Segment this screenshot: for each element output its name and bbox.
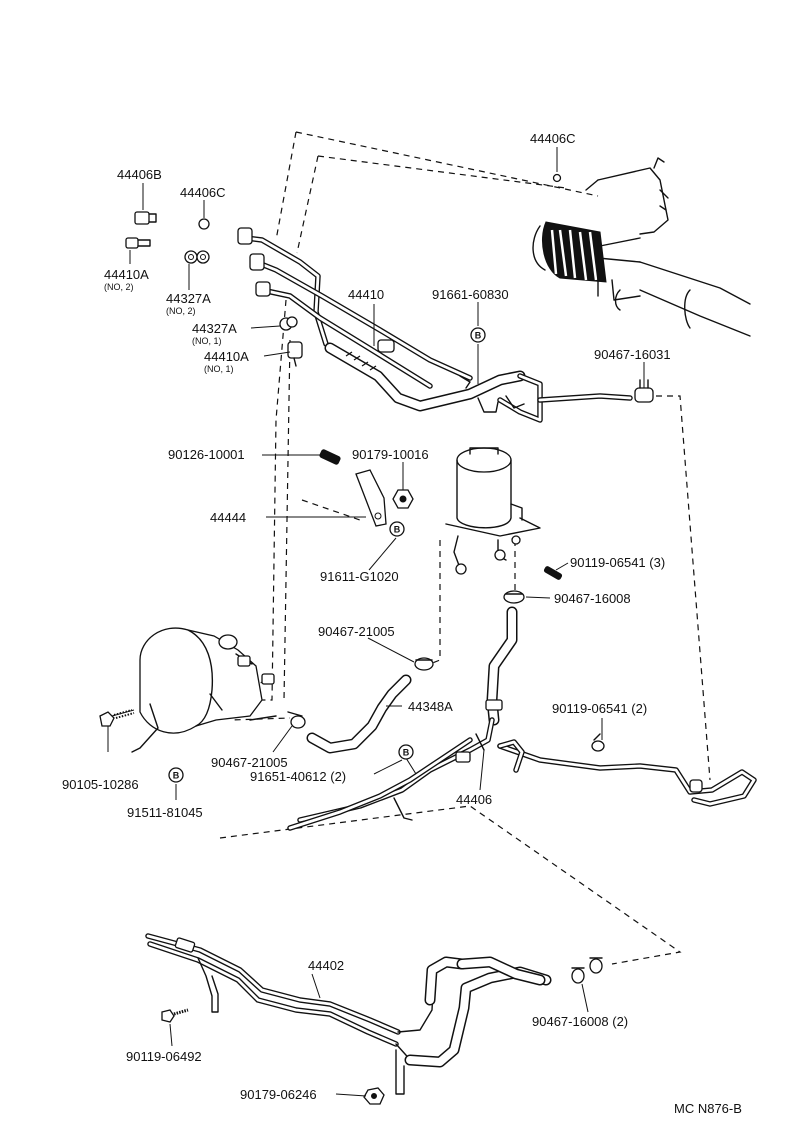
stud-90126	[319, 449, 341, 465]
fittings-top-left	[125, 211, 654, 403]
label-91511-81045: 91511-81045	[127, 805, 203, 820]
label-90119-06541-3: 90119-06541 (3)	[570, 555, 665, 570]
flare-nut-1	[237, 227, 253, 245]
leader-lines	[107, 147, 645, 1097]
oil-cooler-tube-44402	[145, 933, 603, 1105]
power-steering-reservoir	[445, 447, 563, 604]
part-labels: 44406C 44406B 44406C 44410A (NO, 2) 4432…	[62, 131, 742, 1116]
label-90467-16008: 90467-16008	[554, 591, 631, 606]
b-marker-3: B	[398, 744, 414, 760]
label-90126-10001: 90126-10001	[168, 447, 245, 462]
flare-nut-2	[249, 253, 265, 271]
nut-44406c-left	[198, 218, 210, 230]
label-44327a-no1-note: (NO, 1)	[192, 336, 222, 346]
label-90467-16031: 90467-16031	[594, 347, 671, 362]
label-44410a-no1: 44410A	[204, 349, 249, 364]
steering-gear-rack	[532, 157, 751, 337]
label-44410a-no1-note: (NO, 1)	[204, 364, 234, 374]
label-44406c-top: 44406C	[530, 131, 576, 146]
label-44410a-no2: 44410A	[104, 267, 149, 282]
upper-tube-assembly	[237, 227, 633, 423]
bolt-90119-2	[591, 733, 605, 752]
clamp-hose	[377, 339, 395, 353]
union-bolt-44410a-no2	[125, 237, 151, 249]
clamp-90467-16008-2	[571, 957, 603, 984]
nut-90179-06246	[363, 1087, 385, 1105]
nut-90179-10016	[392, 489, 414, 509]
clamp-90467-16008	[503, 590, 525, 604]
svg-text:B: B	[394, 525, 401, 535]
hose-44348a	[306, 657, 434, 754]
rack-boot	[532, 221, 607, 283]
bracket-44444	[319, 449, 414, 527]
bolt-90119-3	[543, 566, 563, 580]
label-90467-21005-a: 90467-21005	[318, 624, 395, 639]
label-44410: 44410	[348, 287, 384, 302]
svg-text:B: B	[475, 331, 482, 341]
label-91651-40612: 91651-40612 (2)	[250, 769, 346, 784]
tube-assembly-44406	[287, 717, 757, 831]
return-hose	[485, 606, 518, 726]
b-marker-2: B	[389, 521, 405, 537]
vane-pump	[99, 627, 306, 753]
clamp-90467-21005-b	[287, 711, 306, 729]
bolt-90119-06492	[161, 1008, 189, 1023]
svg-text:B: B	[403, 748, 410, 758]
clamp-90467-16031	[634, 379, 654, 403]
label-44348a: 44348A	[408, 699, 453, 714]
label-44406b: 44406B	[117, 167, 162, 182]
label-44402: 44402	[308, 958, 344, 973]
b-marker-1: B	[470, 327, 486, 343]
gaskets-44327a-no2	[184, 250, 210, 264]
nut-44406c-top	[552, 173, 562, 183]
flare-nut-3	[255, 281, 271, 297]
label-44406: 44406	[456, 792, 492, 807]
label-44444: 44444	[210, 510, 246, 525]
union-bolt-44406b	[134, 211, 157, 225]
bolt-90105-10286	[99, 709, 135, 727]
figure-code: MC N876-B	[674, 1101, 742, 1116]
svg-text:B: B	[173, 771, 180, 781]
label-91661-60830: 91661-60830	[432, 287, 509, 302]
b-marker-4: B	[168, 767, 184, 783]
label-91611-g1020: 91611-G1020	[320, 569, 399, 584]
union-bolt-44410a-no1	[287, 341, 303, 367]
label-44406c-left: 44406C	[180, 185, 226, 200]
gasket-44327a-no1	[279, 316, 298, 331]
label-90105-10286: 90105-10286	[62, 777, 139, 792]
hose-44410	[324, 342, 526, 412]
label-44410a-no2-note: (NO, 2)	[104, 282, 134, 292]
label-90119-06492: 90119-06492	[126, 1049, 202, 1064]
label-90179-06246: 90179-06246	[240, 1087, 317, 1102]
label-90119-06541-2: 90119-06541 (2)	[552, 701, 647, 716]
label-90467-16008-2: 90467-16008 (2)	[532, 1014, 628, 1029]
label-90467-21005-b: 90467-21005	[211, 755, 288, 770]
label-44327a-no1: 44327A	[192, 321, 237, 336]
label-90179-10016: 90179-10016	[352, 447, 429, 462]
label-44327a-no2-note: (NO, 2)	[166, 306, 196, 316]
label-44327a-no2: 44327A	[166, 291, 211, 306]
clamp-90467-21005-a	[414, 657, 434, 671]
